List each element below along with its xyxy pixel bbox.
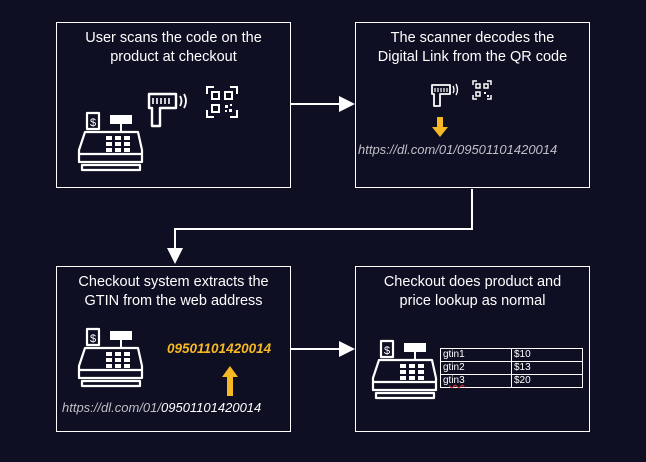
cash-register-icon: $ xyxy=(371,339,438,400)
gtin-cell: gtin2 xyxy=(440,361,512,375)
step-3-title: Checkout system extracts the GTIN from t… xyxy=(78,274,269,309)
digital-link-url: https://dl.com/01/09501101420014 xyxy=(358,142,558,157)
svg-text:$: $ xyxy=(90,333,96,345)
table-row: gtin1 $10 xyxy=(440,348,583,362)
step-2-title: The scanner decodes the Digital Link fro… xyxy=(377,30,568,65)
extracted-gtin: 09501101420014 xyxy=(167,341,272,356)
gtin-cell: gtin3 xyxy=(440,374,512,388)
gtin-cell: gtin1 xyxy=(440,348,512,362)
svg-text:$: $ xyxy=(90,117,96,129)
price-cell: $10 xyxy=(511,348,583,362)
step-3-box: Checkout system extracts the GTIN from t… xyxy=(56,266,291,432)
arrow-up-icon xyxy=(222,366,238,396)
qr-code-icon xyxy=(472,80,492,100)
step-4-title: Checkout does product and price lookup a… xyxy=(383,274,562,309)
web-address-gtin: 09501101420014 xyxy=(161,400,262,415)
cash-register-icon: $ xyxy=(77,111,144,172)
lookup-table: gtin1 $10 gtin2 $13 gtin3 $20 xyxy=(440,348,583,388)
qr-code-icon xyxy=(206,86,238,118)
web-address-prefix: https://dl.com/01/ xyxy=(62,400,161,415)
arrow-down-icon xyxy=(432,117,448,137)
barcode-scanner-icon xyxy=(431,83,459,107)
step-1-title: User scans the code on the product at ch… xyxy=(85,30,262,65)
web-address: https://dl.com/01/09501101420014 xyxy=(62,400,261,415)
svg-text:$: $ xyxy=(384,345,390,357)
barcode-scanner-icon xyxy=(147,92,187,128)
table-row: gtin2 $13 xyxy=(440,361,583,375)
arrow-step2-to-step3 xyxy=(167,189,473,264)
gtin-cell-text: gtin3 xyxy=(443,375,465,386)
step-4-box: Checkout does product and price lookup a… xyxy=(355,266,590,432)
step-1-box: User scans the code on the product at ch… xyxy=(56,22,291,188)
price-cell: $13 xyxy=(511,361,583,375)
cash-register-icon: $ xyxy=(77,327,144,388)
step-2-box: The scanner decodes the Digital Link fro… xyxy=(355,22,590,188)
price-cell: $20 xyxy=(511,374,583,388)
table-row: gtin3 $20 xyxy=(440,374,583,388)
